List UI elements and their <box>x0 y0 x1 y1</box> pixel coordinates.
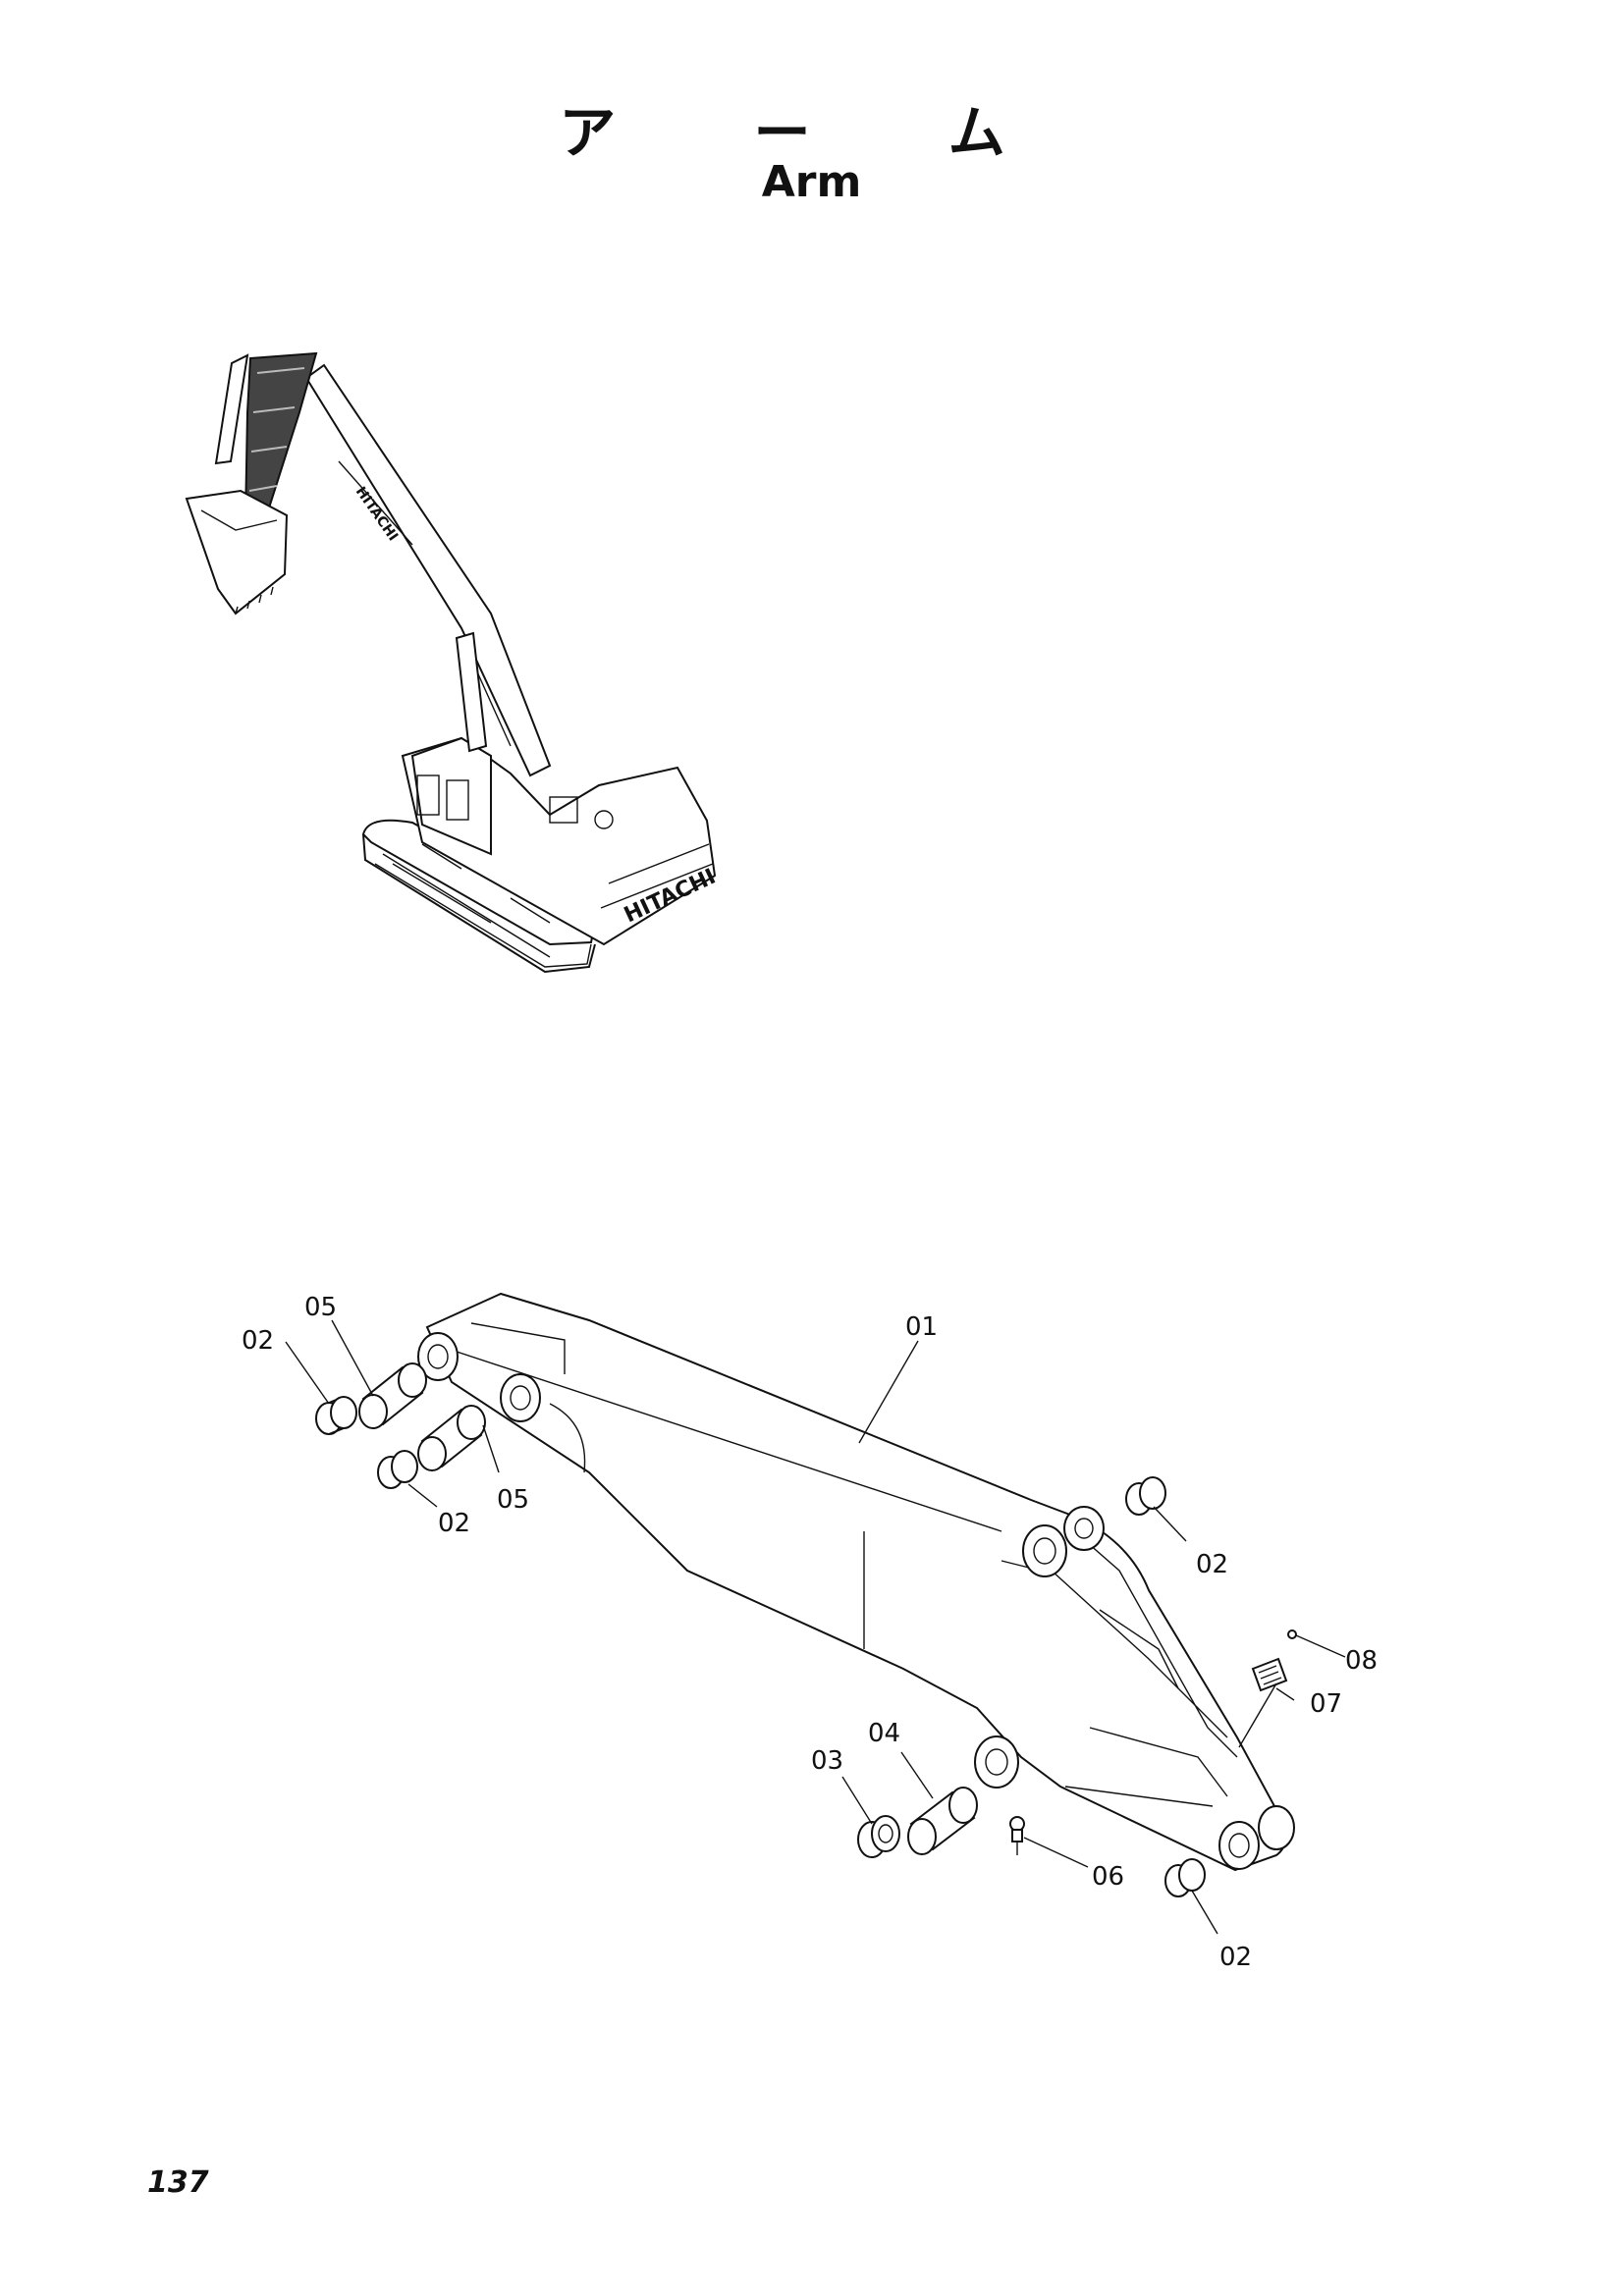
boom: HITACHI <box>304 363 552 777</box>
bushing-02-top-left <box>315 1396 357 1435</box>
page-title-japanese: ア ー ム <box>559 99 1064 166</box>
bushing-02-bottom-right <box>1164 1858 1206 1897</box>
arm-body-part-01 <box>425 1292 1287 1872</box>
page-number: 137 <box>147 2165 209 2200</box>
callout-03: 03 <box>811 1746 843 1776</box>
callout-04: 04 <box>868 1719 900 1748</box>
bushing-03 <box>857 1815 900 1858</box>
pin-04 <box>907 1787 978 1855</box>
arm-cylinder <box>214 353 249 465</box>
bushing-02-middle <box>377 1450 418 1489</box>
pin-05-top-left <box>358 1362 427 1429</box>
page-title-english: Arm <box>761 157 862 207</box>
bucket <box>185 489 289 615</box>
callout-05-middle: 05 <box>497 1485 529 1515</box>
arm-assembly-diagram: 01 02 05 02 05 02 08 07 04 03 06 02 <box>242 1292 1378 1972</box>
callout-02-bottom-right: 02 <box>1219 1943 1252 1972</box>
excavator-overview-illustration: HITACHI HITACHI <box>185 351 720 974</box>
callout-07: 07 <box>1310 1689 1342 1719</box>
arm-highlighted <box>243 351 318 521</box>
leader-lines <box>285 1319 1346 1935</box>
pin-05-middle <box>417 1405 486 1471</box>
rivet-08 <box>1287 1629 1297 1639</box>
boom-cylinder <box>455 631 488 753</box>
bushing-02-right-top <box>1125 1476 1166 1516</box>
callout-02-right-top: 02 <box>1196 1550 1228 1579</box>
grease-fitting-06 <box>1009 1816 1025 1855</box>
callout-08: 08 <box>1345 1646 1378 1676</box>
callout-02-middle: 02 <box>438 1509 470 1538</box>
callout-06: 06 <box>1092 1862 1124 1892</box>
callout-05-top-left: 05 <box>304 1293 337 1322</box>
callout-01: 01 <box>905 1312 938 1342</box>
name-plate-07 <box>1251 1657 1288 1692</box>
callout-02-top-left: 02 <box>242 1326 274 1356</box>
